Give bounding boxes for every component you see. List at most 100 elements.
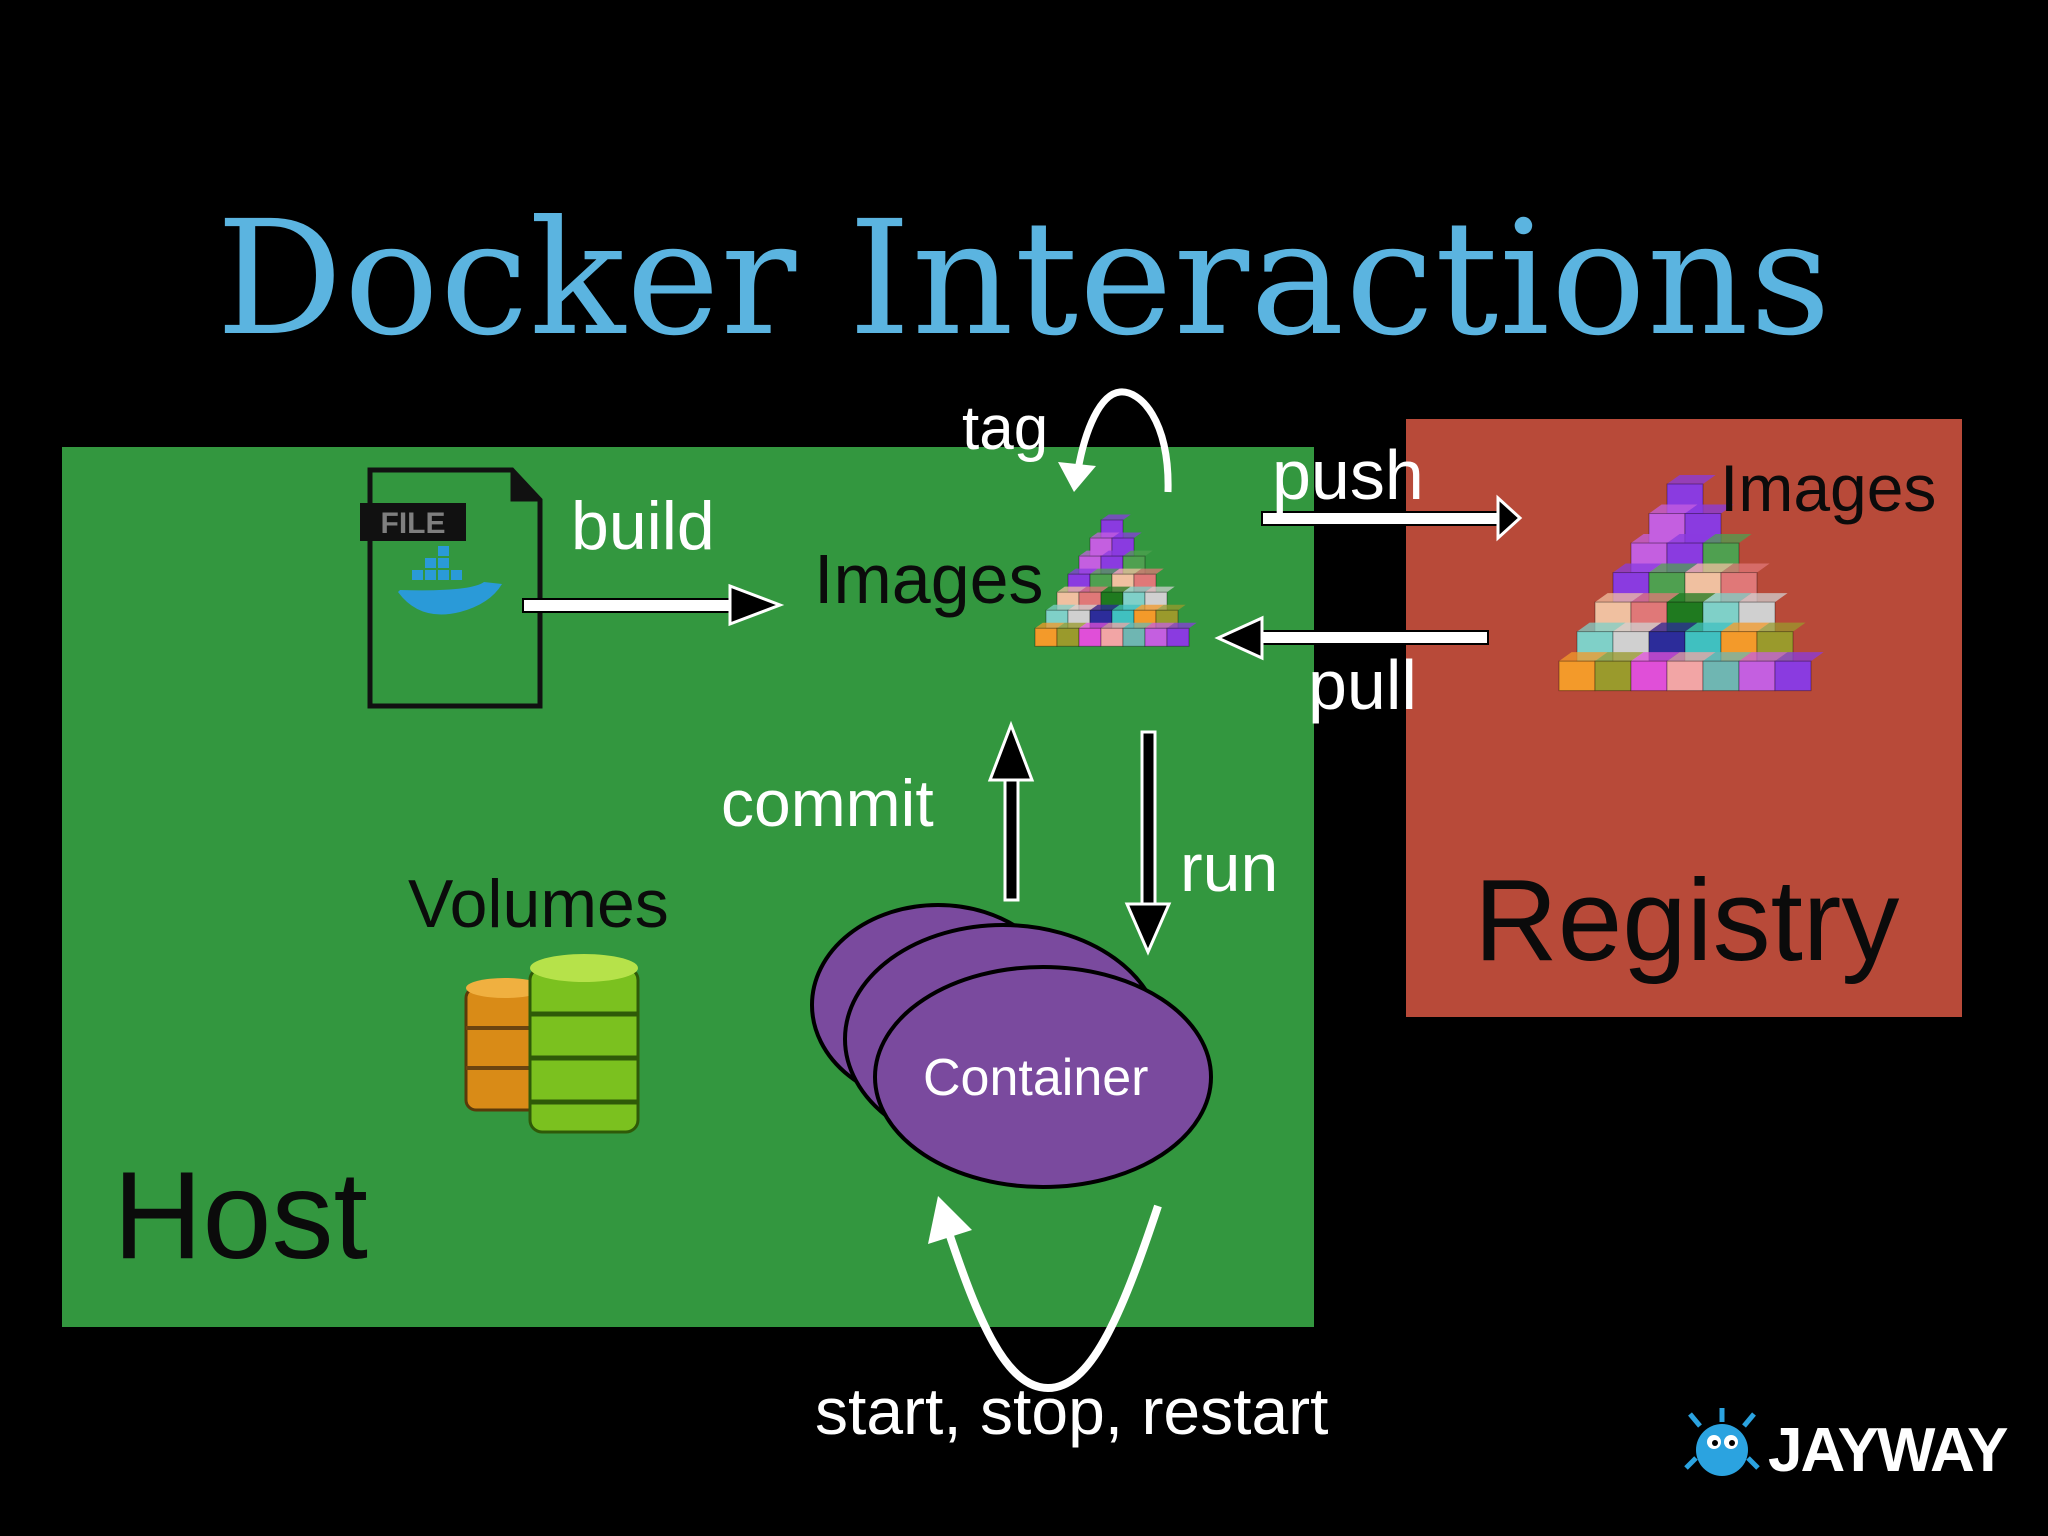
cube-top xyxy=(1134,604,1164,611)
cube-top xyxy=(1079,622,1109,629)
cube-top xyxy=(1667,534,1716,544)
cube-face xyxy=(1630,660,1668,692)
cube-top xyxy=(1123,622,1153,629)
build-label: build xyxy=(571,488,715,564)
cube-top xyxy=(1685,504,1734,514)
cube-top xyxy=(1613,622,1662,632)
volumes-label: Volumes xyxy=(408,866,669,942)
cube-top xyxy=(1156,604,1186,611)
cube-face xyxy=(1122,627,1146,647)
cube-top xyxy=(1559,652,1608,662)
volumes-icon xyxy=(464,954,640,1134)
cube-face xyxy=(1666,660,1704,692)
cube-face xyxy=(1702,660,1740,692)
dockerfile-icon: FILE xyxy=(360,467,543,709)
cube-top xyxy=(1145,622,1175,629)
cube-top xyxy=(1649,622,1698,632)
jayway-logo: JAYWAY xyxy=(1768,1416,2008,1485)
cube-face xyxy=(1034,627,1058,647)
pull-label: pull xyxy=(1308,646,1417,724)
cube-top xyxy=(1101,622,1131,629)
cube-top xyxy=(1667,475,1716,484)
build-arrow xyxy=(522,583,785,627)
registry-label: Registry xyxy=(1474,855,1900,985)
cube-top xyxy=(1057,586,1087,593)
cube-top xyxy=(1739,593,1788,603)
cube-top xyxy=(1595,652,1644,662)
cube-top xyxy=(1667,652,1716,662)
cube-top xyxy=(1079,550,1109,557)
cube-top xyxy=(1101,550,1131,557)
cube-top xyxy=(1631,652,1680,662)
cube-top xyxy=(1649,504,1698,514)
cube-top xyxy=(1167,622,1197,629)
commit-arrow xyxy=(987,720,1035,902)
cube-top xyxy=(1123,586,1153,593)
lifecycle-label: start, stop, restart xyxy=(815,1374,1329,1448)
jayway-mascot-icon xyxy=(1684,1408,1760,1476)
cube-top xyxy=(1703,652,1752,662)
cube-top xyxy=(1112,604,1142,611)
container-front xyxy=(873,965,1213,1189)
cube-face xyxy=(1594,660,1632,692)
local-images-icon xyxy=(1034,514,1197,647)
cube-top xyxy=(1595,593,1644,603)
run-arrow xyxy=(1124,730,1172,956)
registry-images-label: Images xyxy=(1720,451,1937,525)
cube-top xyxy=(1613,563,1662,573)
cube-face xyxy=(1558,660,1596,692)
cube-top xyxy=(1739,652,1788,662)
cube-top xyxy=(1101,586,1131,593)
cube-face xyxy=(1056,627,1080,647)
cube-top xyxy=(1134,568,1164,575)
cube-top xyxy=(1057,622,1087,629)
file-badge-label: FILE xyxy=(381,507,446,540)
cube-top xyxy=(1667,593,1716,603)
cube-top xyxy=(1703,593,1752,603)
cube-top xyxy=(1068,604,1098,611)
cube-top xyxy=(1046,604,1076,611)
cube-top xyxy=(1123,550,1153,557)
cube-top xyxy=(1090,604,1120,611)
cube-top xyxy=(1631,534,1680,544)
cube-top xyxy=(1649,563,1698,573)
cube-face xyxy=(1100,627,1124,647)
cube-top xyxy=(1721,563,1770,573)
cube-top xyxy=(1068,568,1098,575)
cube-top xyxy=(1079,586,1109,593)
tag-label: tag xyxy=(962,394,1049,463)
container-label: Container xyxy=(923,1049,1149,1107)
commit-label: commit xyxy=(721,766,934,840)
host-label: Host xyxy=(113,1147,368,1285)
cube-top xyxy=(1685,622,1734,632)
local-images-label: Images xyxy=(814,540,1044,618)
cube-top xyxy=(1035,622,1065,629)
cube-face xyxy=(1774,660,1812,692)
pull-arrow xyxy=(1214,615,1489,661)
cube-top xyxy=(1775,652,1824,662)
cube-top xyxy=(1631,593,1680,603)
cube-top xyxy=(1090,532,1120,539)
cube-face xyxy=(1166,627,1190,647)
cube-face xyxy=(1738,660,1776,692)
cube-top xyxy=(1757,622,1806,632)
cube-top xyxy=(1145,586,1175,593)
cube-top xyxy=(1685,563,1734,573)
cube-top xyxy=(1721,622,1770,632)
container-stack xyxy=(810,903,1213,1189)
registry-images-icon xyxy=(1558,475,1824,692)
cube-top xyxy=(1577,622,1626,632)
cube-top xyxy=(1703,534,1752,544)
cube-face xyxy=(1144,627,1168,647)
cube-top xyxy=(1112,568,1142,575)
cube-top xyxy=(1112,532,1142,539)
cube-face xyxy=(1078,627,1102,647)
tag-loop-arrow xyxy=(1074,388,1172,493)
cube-top xyxy=(1101,514,1131,520)
push-arrow xyxy=(1261,494,1523,542)
slide-title: Docker Interactions xyxy=(216,187,1832,371)
cube-top xyxy=(1090,568,1120,575)
push-label: push xyxy=(1272,436,1424,514)
run-label: run xyxy=(1180,830,1279,906)
